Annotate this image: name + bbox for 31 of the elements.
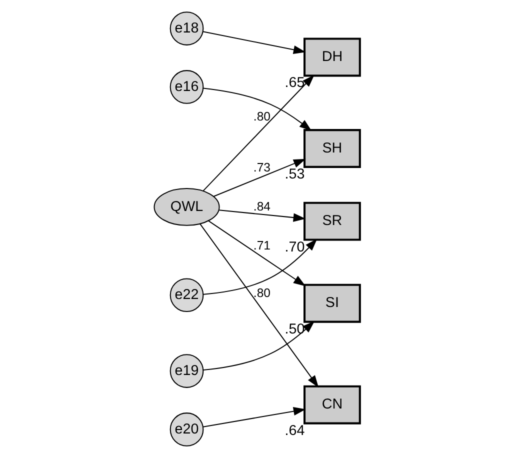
edge-label: .71 — [253, 238, 271, 253]
arrow — [203, 31, 306, 54]
node-ellipse: QWL — [154, 188, 220, 226]
node-label: .65 — [284, 75, 305, 92]
node-label: .64 — [284, 422, 305, 439]
arrow — [202, 74, 314, 192]
edge-label: .84 — [253, 200, 271, 214]
node-box: SR — [304, 202, 361, 241]
arrow — [214, 158, 306, 197]
node-circle: e18 — [170, 12, 204, 46]
edge-label: .80 — [253, 109, 271, 124]
node-box: SH — [304, 129, 361, 168]
node-label: .53 — [284, 166, 305, 182]
node-label: .70 — [284, 239, 305, 256]
arrow — [203, 320, 315, 371]
edge-label: .73 — [253, 160, 271, 175]
node-label: .50 — [284, 321, 305, 338]
node-circle: e20 — [170, 412, 204, 446]
arrow — [203, 88, 312, 131]
arrow — [203, 407, 306, 428]
node-box: DH — [304, 38, 361, 77]
edge-label: .80 — [253, 286, 271, 300]
node-circle: e16 — [170, 70, 204, 104]
node-box: SI — [304, 284, 361, 323]
node-circle: e22 — [170, 278, 204, 312]
arrow — [208, 220, 306, 286]
node-box: CN — [304, 385, 361, 424]
node-circle: e19 — [170, 354, 204, 388]
arrow — [219, 210, 306, 222]
arrow — [200, 224, 319, 388]
arrow — [203, 238, 318, 295]
